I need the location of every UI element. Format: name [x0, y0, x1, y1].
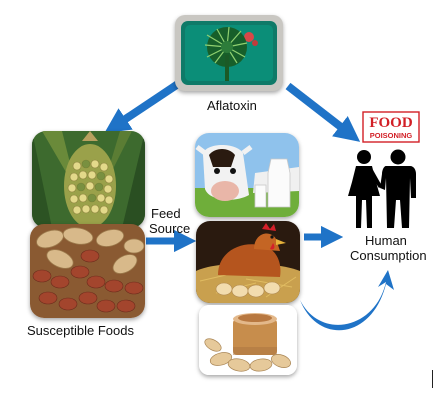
text-cursor: [432, 370, 433, 388]
aspergillus-image: [175, 15, 283, 91]
arrow-aflatoxin-to-foods: [104, 80, 181, 134]
cow-milk-image: [195, 133, 299, 217]
food-poisoning-badge: FOOD POISONING: [362, 111, 420, 143]
arrow-aflatoxin-to-human: [285, 82, 361, 142]
aflatoxin-label: Aflatoxin: [207, 98, 257, 113]
feed-source-label-line2: Source: [149, 221, 191, 236]
badge-line1: FOOD: [369, 115, 412, 131]
feed-source-label-line1: Feed: [151, 206, 181, 221]
susceptible-foods-label: Susceptible Foods: [27, 323, 134, 338]
human-label-line1: Human: [365, 233, 407, 248]
hen-eggs-image: [196, 221, 300, 303]
corn-image: [32, 131, 145, 228]
peanut-butter-image: [199, 305, 297, 375]
badge-line2: POISONING: [370, 131, 413, 140]
peanuts-image: [30, 224, 145, 318]
human-label-line2: Consumption: [350, 248, 427, 263]
arrow-curved-to-human: [300, 270, 394, 331]
couple-icon: [348, 149, 416, 228]
